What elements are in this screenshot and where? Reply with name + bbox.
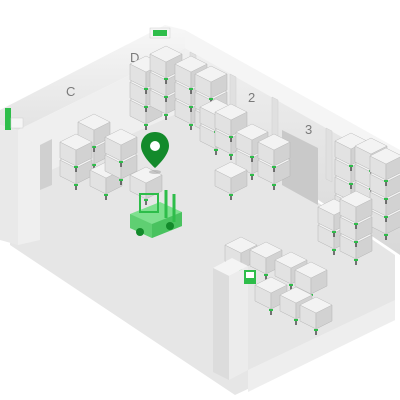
front-partition-side	[229, 266, 248, 380]
zone-label-2: 2	[248, 90, 255, 105]
front-partition-top	[213, 258, 248, 276]
rack-stack	[339, 190, 373, 265]
rack-stack	[249, 241, 283, 280]
left-door	[40, 139, 52, 190]
zone-label-d: D	[130, 50, 139, 65]
rack-stack	[369, 147, 400, 240]
back-right-wall	[185, 30, 400, 170]
tag-icon	[5, 108, 24, 130]
rack-stack	[294, 261, 328, 300]
back-left-wall-face	[0, 125, 18, 245]
back-left-wall	[0, 25, 185, 130]
rack-stack	[257, 133, 291, 190]
rack-group	[59, 45, 400, 335]
tag-icon	[244, 270, 256, 284]
map-pin-icon[interactable]	[141, 132, 169, 174]
rack-stack	[254, 276, 288, 315]
zone-label-3: 3	[305, 122, 312, 137]
forklift-icon[interactable]	[130, 190, 182, 238]
front-right-wall	[248, 300, 395, 392]
tag-icon	[149, 27, 171, 39]
front-partition-face	[213, 268, 229, 380]
rack-stack	[59, 133, 93, 190]
zone-label-c: C	[66, 84, 75, 99]
rack-stack	[104, 128, 138, 185]
rack-stack	[299, 296, 333, 335]
door-3	[282, 130, 318, 205]
rack-stack	[214, 161, 248, 200]
